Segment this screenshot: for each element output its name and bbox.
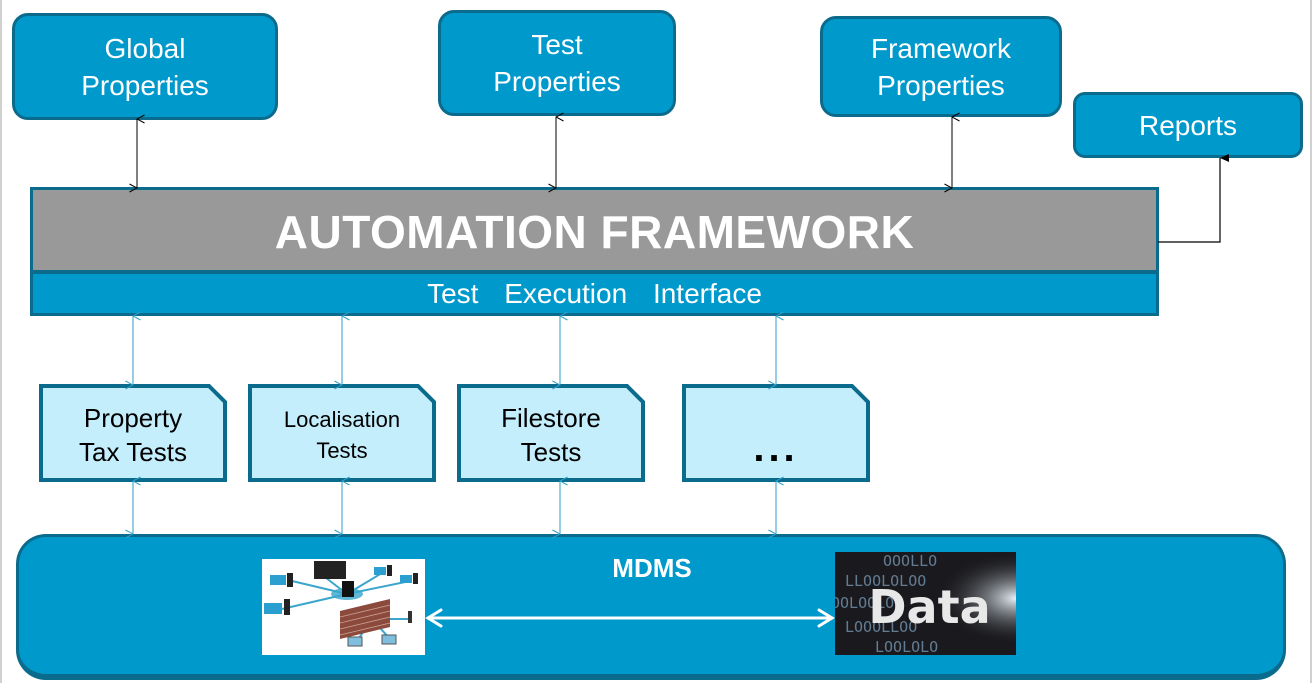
binary-tunnel-illustration: OOOLLO LLOOLOLOO OOLOOLO LOOOLLOO LOOLOL…	[835, 552, 1016, 655]
localisation-tests-box: Localisation Tests	[248, 384, 436, 482]
global-properties-label-line1: Global	[104, 32, 186, 64]
slide-left-border	[0, 0, 2, 683]
mdms-container	[16, 534, 1286, 680]
reports-label: Reports	[1138, 109, 1238, 141]
test-properties-label-line1: Test	[531, 29, 583, 60]
filestore-tests-label-line2: Tests	[520, 437, 582, 467]
automation-framework-title: AUTOMATION FRAMEWORK	[274, 206, 915, 258]
network-infrastructure-image	[262, 559, 425, 655]
binary-row: LOOOLLOO	[845, 618, 917, 636]
test-properties-box: Test Properties	[438, 10, 676, 116]
more-tests-ellipsis: ...	[753, 425, 799, 470]
mdms-title: MDMS	[612, 553, 692, 583]
property-tax-tests-box: Property Tax Tests	[39, 384, 227, 482]
test-execution-interface-bar: Test Execution Interface	[30, 271, 1159, 316]
global-properties-label-line2: Properties	[81, 69, 209, 101]
filestore-tests-box: Filestore Tests	[457, 384, 645, 482]
data-image: OOOLLO LLOOLOLOO OOLOOLO LOOOLLOO LOOLOL…	[835, 552, 1016, 655]
more-tests-box: ...	[682, 384, 870, 482]
slide-right-border	[1310, 0, 1312, 683]
snipped-corner-shape	[248, 384, 436, 482]
snipped-corner-shape	[457, 384, 645, 482]
property-tax-tests-label-line2: Tax Tests	[79, 437, 187, 467]
filestore-tests-label-line1: Filestore	[501, 403, 601, 433]
binary-row: OOLOOLO	[835, 594, 894, 612]
data-image-label: Data	[868, 579, 991, 634]
property-tax-tests-label-line1: Property	[83, 403, 183, 433]
global-properties-box: Global Properties	[12, 13, 278, 120]
reports-box: Reports	[1073, 92, 1303, 158]
binary-row: LOOLOLO	[875, 638, 938, 655]
snipped-corner-shape	[39, 384, 227, 482]
framework-properties-label-line1: Framework	[870, 32, 1011, 64]
test-execution-interface-label: Test Execution Interface	[427, 277, 762, 309]
binary-row: LLOOLOLOO	[845, 572, 926, 590]
network-illustration-icon	[264, 561, 418, 647]
localisation-tests-label-line1: Localisation	[283, 407, 401, 432]
binary-row: OOOLLO	[883, 552, 937, 570]
framework-properties-label-line2: Properties	[877, 69, 1005, 101]
test-properties-label-line2: Properties	[493, 66, 621, 97]
automation-framework-bar: AUTOMATION FRAMEWORK	[30, 187, 1159, 273]
connector-framework-reports	[1158, 154, 1229, 243]
localisation-tests-label-line2: Tests	[316, 438, 368, 463]
framework-properties-box: Framework Properties	[820, 16, 1062, 117]
snipped-corner-shape	[682, 384, 870, 482]
